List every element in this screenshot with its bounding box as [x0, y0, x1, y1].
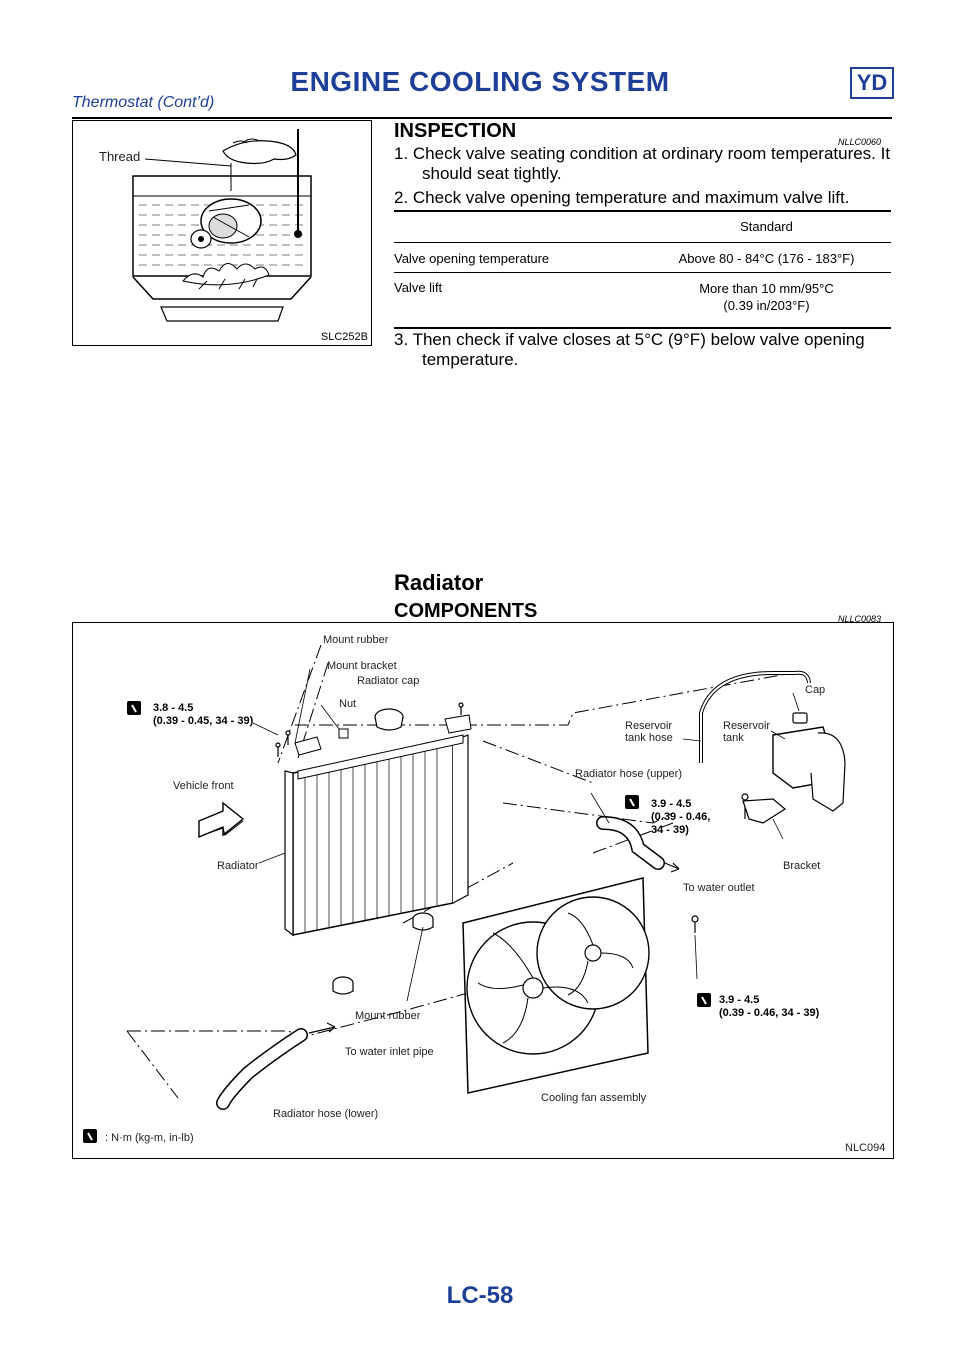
- thread-label: Thread: [99, 149, 140, 164]
- label-to-water-inlet-pipe: To water inlet pipe: [345, 1046, 434, 1058]
- radiator-exploded-diagram: Mount rubber Mount bracket Radiator cap …: [83, 634, 885, 1154]
- label-mount-rubber-bottom: Mount rubber: [355, 1010, 421, 1022]
- thermostat-test-figure: Thread SLC252B: [72, 120, 372, 346]
- spec-table-top-rule: [394, 210, 891, 212]
- label-radiator-cap: Radiator cap: [357, 675, 419, 687]
- radiator-heading: Radiator: [394, 570, 484, 595]
- figure-code-nlc094: NLC094: [845, 1142, 885, 1154]
- spec-value-opening-temp: Above 80 - 84°C (176 - 183°F): [678, 250, 855, 266]
- spec-header-standard: Standard: [740, 219, 793, 234]
- label-torque-2c: 34 - 39): [651, 824, 689, 836]
- radiator-core-shape: [284, 734, 469, 937]
- label-cap: Cap: [805, 684, 825, 696]
- label-torque-1a: 3.8 - 4.5: [153, 702, 193, 714]
- label-torque-3b: (0.39 - 0.46, 34 - 39): [719, 1007, 820, 1019]
- label-torque-2b: (0.39 - 0.46,: [651, 811, 710, 823]
- label-torque-2a: 3.9 - 4.5: [651, 798, 691, 810]
- radiator-components-figure: Mount rubber Mount bracket Radiator cap …: [72, 622, 894, 1159]
- label-radiator-hose-upper: Radiator hose (upper): [575, 768, 682, 780]
- figure-code-slc252b: SLC252B: [320, 331, 368, 343]
- spec-value-valve-lift-2: (0.39 in/203°F): [723, 297, 810, 313]
- inspection-heading: INSPECTION: [394, 120, 517, 142]
- page-title: ENGINE COOLING SYSTEM: [290, 66, 670, 97]
- label-bracket: Bracket: [783, 860, 820, 872]
- header-rule: [72, 117, 892, 119]
- label-reservoir-tank-2: tank: [723, 732, 744, 744]
- inspection-step-1: 1. Check valve seating condition at ordi…: [394, 144, 891, 183]
- spec-value-valve-lift-1: More than 10 mm/95°C: [699, 280, 834, 296]
- page-number: LC-58: [446, 1282, 514, 1309]
- label-reservoir-tank-1: Reservoir: [723, 720, 770, 732]
- label-mount-rubber-top: Mount rubber: [323, 634, 389, 646]
- thermostat-test-illustration: Thread: [99, 129, 312, 322]
- inspection-step-2: 2. Check valve opening temperature and m…: [394, 188, 850, 207]
- label-reservoir-tank-hose-1: Reservoir: [625, 720, 672, 732]
- engine-badge: YD: [850, 67, 894, 99]
- label-to-water-outlet: To water outlet: [683, 882, 755, 894]
- label-nut: Nut: [339, 698, 356, 710]
- spec-label-opening-temp: Valve opening temperature: [394, 250, 550, 266]
- components-heading: COMPONENTS: [394, 600, 538, 622]
- label-torque-legend: : N·m (kg-m, in-lb): [105, 1132, 194, 1144]
- label-vehicle-front: Vehicle front: [173, 780, 234, 792]
- label-torque-3a: 3.9 - 4.5: [719, 994, 759, 1006]
- label-reservoir-tank-hose-2: tank hose: [625, 732, 673, 744]
- label-torque-1b: (0.39 - 0.45, 34 - 39): [153, 715, 254, 727]
- label-mount-bracket: Mount bracket: [327, 660, 397, 672]
- components-code: NLLC0083: [838, 614, 882, 624]
- label-radiator-hose-lower: Radiator hose (lower): [273, 1108, 378, 1120]
- inspection-code: NLLC0060: [838, 137, 882, 147]
- label-radiator: Radiator: [217, 860, 259, 872]
- spec-table: Standard Valve opening temperature Above…: [394, 212, 891, 329]
- inspection-step-3: 3. Then check if valve closes at 5°C (9°…: [394, 330, 865, 369]
- label-cooling-fan-assembly: Cooling fan assembly: [541, 1092, 647, 1104]
- page-subtitle: Thermostat (Cont’d): [72, 94, 215, 111]
- spec-label-valve-lift: Valve lift: [394, 279, 443, 295]
